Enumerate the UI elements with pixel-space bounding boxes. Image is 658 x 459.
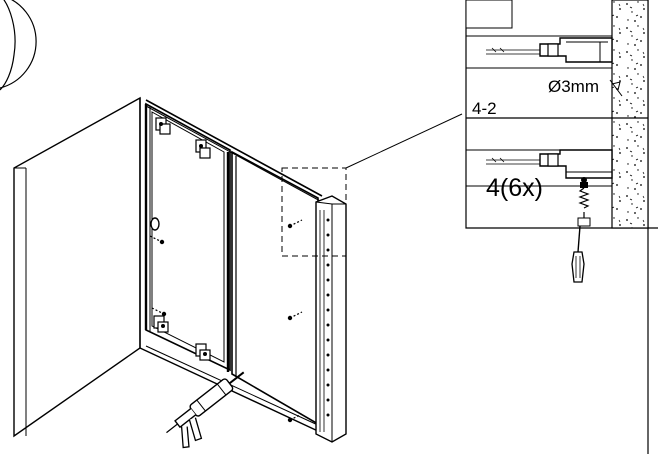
screw-icon xyxy=(578,182,590,218)
profile-screw-dot xyxy=(326,368,330,372)
profile-screw-dot xyxy=(326,218,330,222)
side-wall xyxy=(13,96,141,438)
left-panel xyxy=(144,102,231,372)
profile-screw-dot xyxy=(326,278,330,282)
door-knob xyxy=(150,217,160,231)
profile-screw-dot xyxy=(326,293,330,297)
zoom-callout xyxy=(281,113,463,257)
profile-screw-dot xyxy=(326,323,330,327)
profile-screw-dot xyxy=(326,353,330,357)
profile-screws xyxy=(326,218,330,417)
screw-label: 4(6x) xyxy=(486,174,543,202)
silicone-gun-icon xyxy=(166,371,245,449)
upper-profile xyxy=(486,37,613,63)
wall-profile xyxy=(315,195,347,443)
profile-screw-dot xyxy=(326,383,330,387)
step-label: 4-2 xyxy=(472,99,497,118)
profile-screw-dot xyxy=(326,338,330,342)
screw-icon xyxy=(149,219,303,423)
screwdriver-icon xyxy=(571,225,585,283)
bottom-fittings xyxy=(153,315,211,361)
profile-screw-dot xyxy=(326,308,330,312)
profile-screw-dot xyxy=(326,413,330,417)
lower-profile xyxy=(486,149,613,183)
top-rail xyxy=(145,99,323,203)
profile-screw-dot xyxy=(326,233,330,237)
top-fittings xyxy=(155,117,211,159)
drill-label: Ø3mm xyxy=(548,77,599,96)
profile-screw-dot xyxy=(326,398,330,402)
profile-screw-dot xyxy=(326,263,330,267)
detail-view xyxy=(465,0,658,454)
profile-screw-dot xyxy=(326,248,330,252)
drill-arrow xyxy=(609,79,623,97)
step-circle xyxy=(0,0,37,91)
